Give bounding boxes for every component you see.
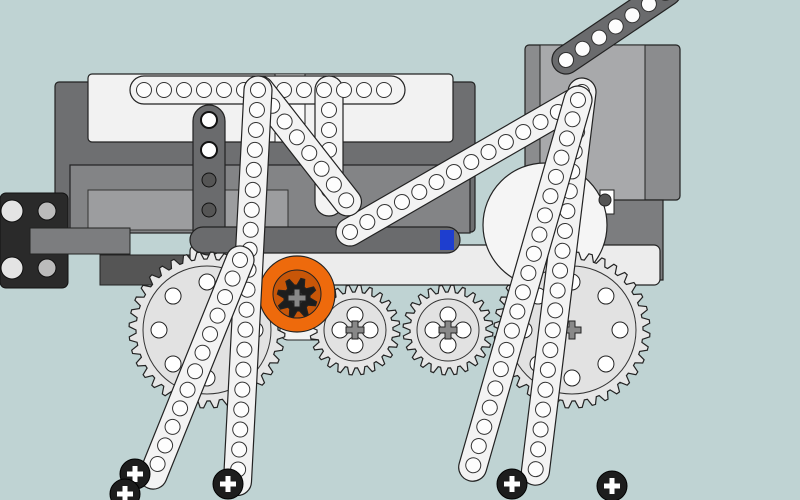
diagonal-beam-center xyxy=(335,88,588,247)
gear-8t-black xyxy=(276,277,318,319)
bottom-pins xyxy=(109,458,628,500)
dark-vertical-beam xyxy=(192,104,226,256)
leg-beam-right-2 xyxy=(458,85,593,482)
gear-24t-middle-2 xyxy=(402,284,494,376)
diagonal-beam-upper xyxy=(551,0,682,75)
leg-beam-left-2 xyxy=(138,245,255,490)
